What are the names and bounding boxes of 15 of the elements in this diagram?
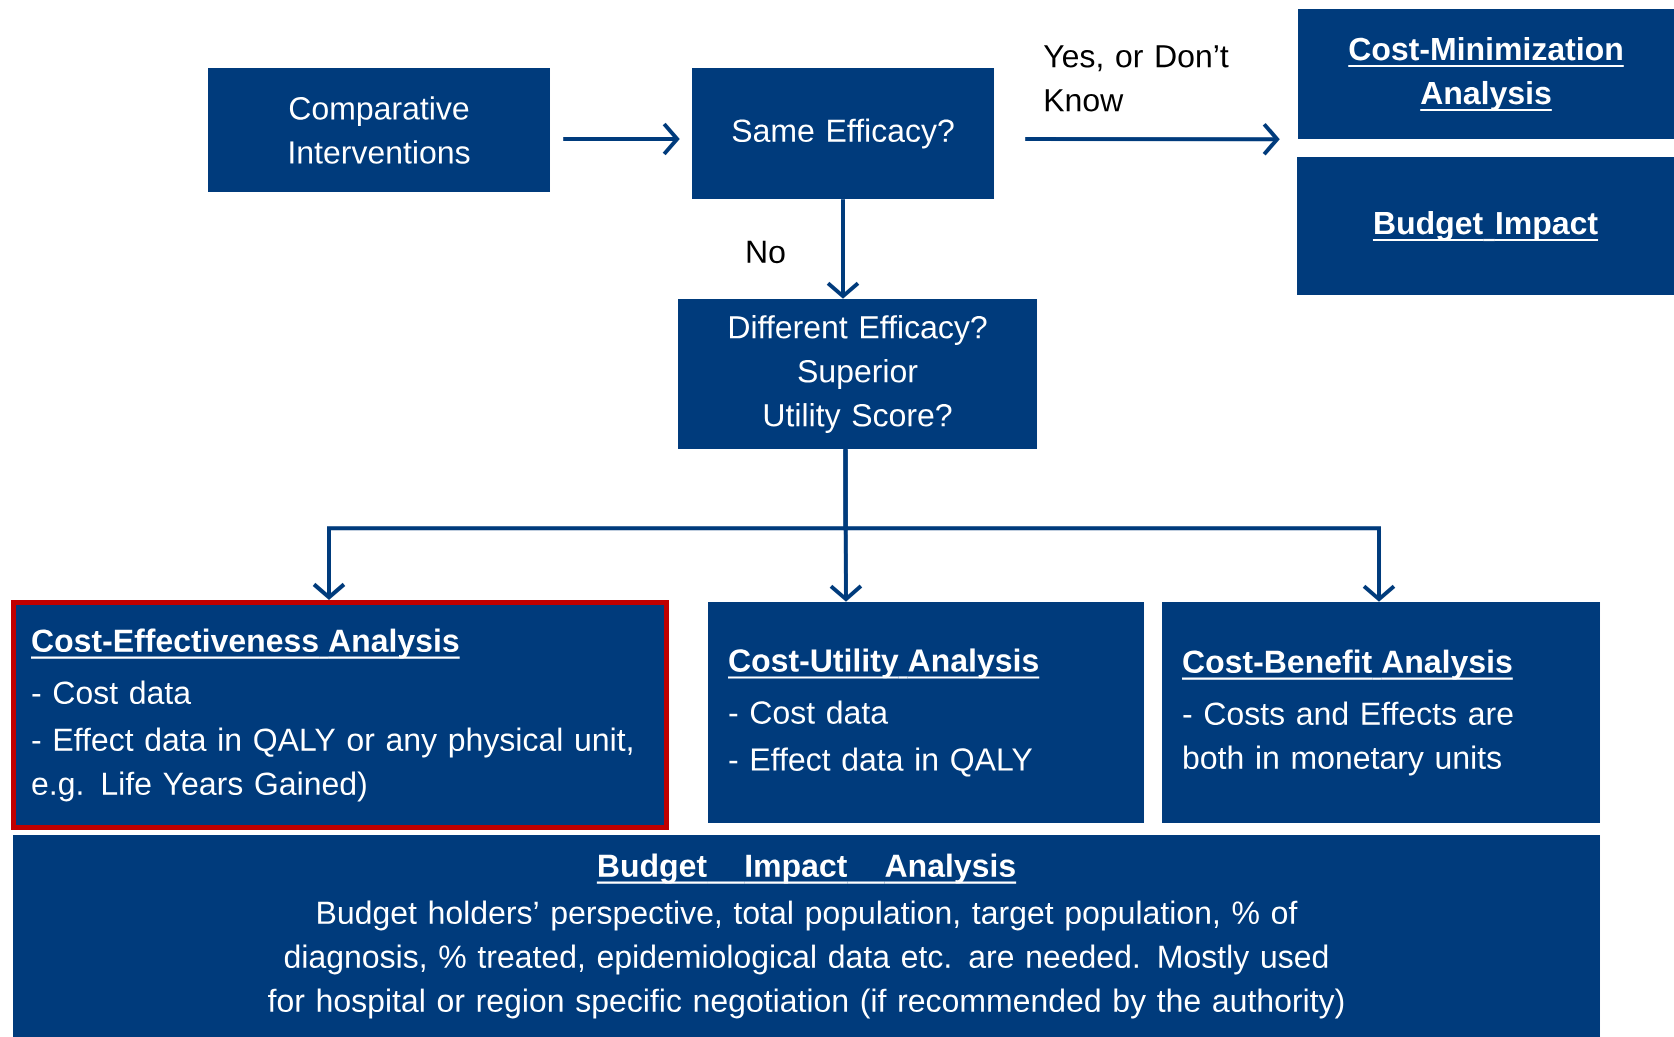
analysis-box: Cost-Effectiveness Analysis - Cost data - Effect data in QALY or any physical unit, e.g. Life Years Gained) — [11, 600, 669, 830]
decision-box: Different Efficacy? Superior Utility Score? — [678, 299, 1037, 449]
arrow — [843, 449, 1396, 602]
analysis-box: Cost-Benefit Analysis - Costs and Effects are both in monetary units — [1162, 602, 1600, 823]
process-box: Comparative Interventions — [208, 68, 550, 192]
result-box: Cost-Minimization Analysis — [1298, 9, 1674, 139]
arrow — [1025, 122, 1280, 156]
result-box: Budget Impact — [1297, 157, 1674, 295]
decision-box: Same Efficacy? — [692, 68, 994, 199]
edge-label: Yes, or Don’t Know — [1043, 45, 1229, 112]
analysis-box: Cost-Utility Analysis - Cost data - Effect data in QALY — [708, 602, 1144, 823]
edge-label: No — [747, 240, 785, 264]
arrow — [563, 122, 680, 156]
arrow — [826, 199, 860, 299]
analysis-band: Budget Impact Analysis Budget holders’ perspective, total population, target population, % of diagnosis, % treated, epidemiological data etc. are needed. Mostly used for hospital or region specific negotiation (if recommended by the authority) — [13, 835, 1600, 1037]
